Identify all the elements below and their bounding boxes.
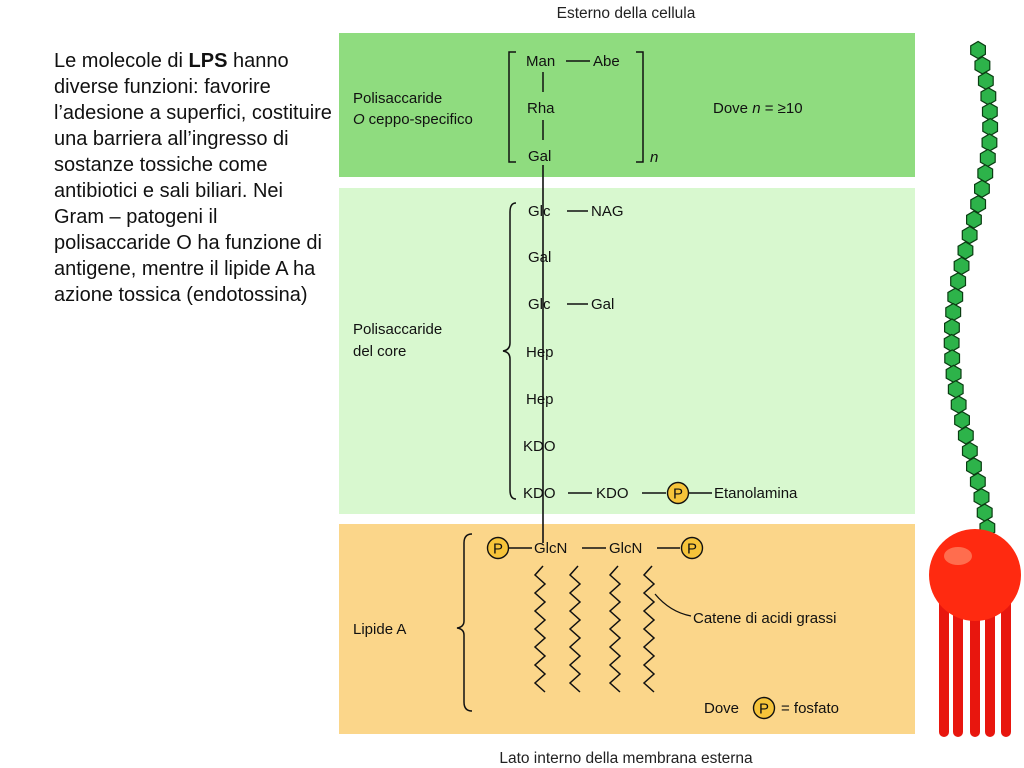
sugar-hexagon [945, 364, 962, 383]
sugar-hexagon [977, 71, 994, 90]
fatty-acid-chain-3 [608, 565, 622, 693]
fatty-acid-pointer [654, 593, 692, 617]
sugar-hexagon [944, 318, 960, 337]
sugar-hexagon [979, 148, 996, 168]
sugar-hexagon [961, 225, 978, 245]
head-highlight [944, 547, 972, 565]
sugar-hexagon [950, 272, 967, 291]
core-label: Polisaccaride [353, 321, 442, 338]
phosphate-circle-right [680, 536, 704, 560]
sugar-hexagon [977, 164, 994, 183]
sugar-hexagon [950, 395, 967, 414]
sugar-hexagon [976, 503, 993, 522]
sugar-hexagon [961, 441, 978, 461]
top-caption: Esterno della cellula [557, 5, 696, 22]
core-label-2: del core [353, 343, 406, 360]
sugar-nag: NAG [591, 203, 624, 220]
lipid-a-label: Lipide A [353, 621, 406, 638]
sugar-hexagon [969, 472, 986, 491]
fatty-acid-chain-2 [568, 565, 582, 693]
sugar-hexagon [957, 241, 974, 260]
o-bracket-right [636, 51, 644, 163]
phosphate-note-suffix: = fosfato [781, 700, 839, 717]
core-panel [339, 188, 915, 514]
sugar-hexagon [944, 349, 961, 368]
core-brace [502, 202, 517, 500]
fatty-acid-chain-1 [533, 565, 547, 693]
sugar-hexagon [981, 133, 998, 152]
sugar-hexagon [947, 287, 964, 306]
sugar-hexagon [974, 179, 990, 198]
sugar-hexagon [947, 380, 964, 399]
sugar-hexagon [970, 195, 987, 214]
sugar-gal-branch: Gal [591, 296, 614, 313]
lps-term: LPS [188, 50, 228, 72]
o-antigen-panel [339, 33, 915, 177]
sugar-hexagon [973, 488, 990, 507]
lipid-brace [456, 533, 473, 712]
o-bracket-left [508, 51, 516, 163]
lps-model-head [929, 529, 1021, 621]
phosphate-note-prefix: Dove [704, 700, 739, 717]
sugar-kdo-3: KDO [596, 485, 629, 502]
phosphate-symbol-right: P [687, 541, 697, 558]
sugar-abe: Abe [593, 53, 620, 70]
repeat-n: n [650, 149, 658, 166]
phosphate-symbol-legend: P [759, 701, 769, 718]
sugar-glc-2: Glc [528, 296, 551, 313]
sugar-hexagon [980, 87, 997, 106]
o-antigen-label: Polisaccaride [353, 90, 442, 107]
sugar-hexagon [966, 210, 982, 229]
lipid-a-panel [339, 524, 915, 734]
sugar-hexagon [943, 333, 960, 353]
sugar-hexagon [953, 256, 970, 276]
sugar-hexagon [945, 302, 962, 322]
sugar-hexagon [966, 457, 982, 476]
sugar-rha: Rha [527, 100, 555, 117]
description-text: Le molecole di LPS hanno diverse funzion… [54, 50, 332, 306]
phosphate-symbol-core: P [673, 486, 683, 503]
sugar-hexagon [974, 56, 991, 75]
sugar-glc-1: Glc [528, 203, 551, 220]
bottom-caption: Lato interno della membrana esterna [499, 750, 753, 767]
phosphate-circle-core [666, 481, 690, 505]
sugar-hexagon [982, 117, 999, 137]
phosphate-symbol-left: P [493, 541, 503, 558]
sugar-gal-o: Gal [528, 148, 551, 165]
fatty-acids-label: Catene di acidi grassi [693, 610, 836, 627]
phosphate-circle-left [486, 536, 510, 560]
sugar-hexagon [954, 410, 970, 430]
sugar-gal-core: Gal [528, 249, 551, 266]
lps-model-chain [943, 40, 999, 538]
sugar-glcn-2: GlcN [609, 540, 642, 557]
sugar-hep-2: Hep [526, 391, 554, 408]
sugar-hexagon [981, 102, 998, 121]
sugar-kdo-2: KDO [523, 485, 556, 502]
sugar-glcn-1: GlcN [534, 540, 567, 557]
fatty-acid-chain-4 [642, 565, 656, 693]
sugar-hexagon [970, 40, 986, 60]
repeat-note: Dove n = ≥10 [713, 100, 803, 117]
sugar-hep-1: Hep [526, 344, 554, 361]
sugar-man: Man [526, 53, 555, 70]
phosphate-circle-legend [752, 696, 776, 720]
sugar-hexagon [957, 426, 974, 445]
etanolamina-label: Etanolamina [714, 485, 798, 502]
sugar-kdo-1: KDO [523, 438, 556, 455]
